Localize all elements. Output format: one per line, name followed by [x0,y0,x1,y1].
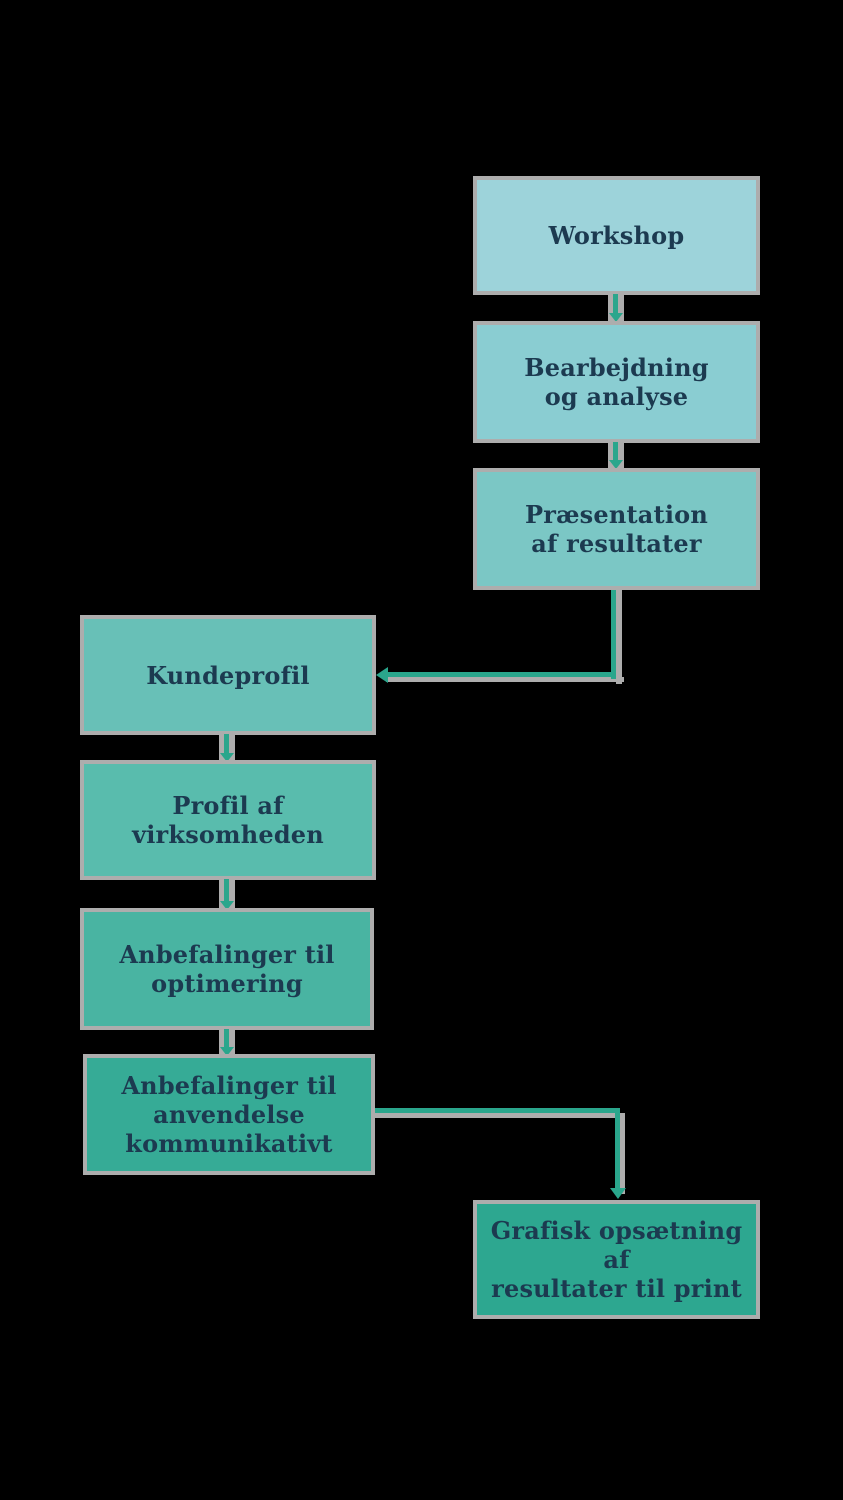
flow-box-workshop: Workshop [473,176,760,295]
arrowhead-down-icon [610,1188,626,1199]
flow-box-workshop-label: Workshop [548,221,685,250]
flow-box-anbefalinger-til-optimering: Anbefalinger til optimering [80,908,374,1030]
connector-stem [224,879,229,902]
connector-shadow [375,1113,625,1118]
connector-shadow [616,590,622,684]
connector-shadow [620,1113,625,1194]
connector-workshop-to-bearbejdning [608,294,624,322]
arrowhead-down-icon [609,460,623,469]
flow-box-bearbejdning-label: Bearbejdning og analyse [524,353,709,411]
connector-stem [615,1108,620,1189]
flow-box-bearbejdning-og-analyse: Bearbejdning og analyse [473,321,760,443]
connector-praesentation-to-kundeprofil [376,590,624,686]
connector-stem [224,1029,229,1048]
arrowhead-down-icon [220,901,234,910]
flow-box-anbefalinger-optimering-label: Anbefalinger til optimering [119,940,335,998]
arrowhead-down-icon [609,313,623,322]
arrowhead-down-icon [220,753,234,762]
flow-box-grafisk-label: Grafisk opsætning af resultater til prin… [490,1216,743,1303]
connector-stem [386,672,616,677]
flow-box-kundeprofil: Kundeprofil [80,615,376,735]
connector-optimering-to-anvendelse [219,1029,235,1056]
flow-box-grafisk-opsaetning: Grafisk opsætning af resultater til prin… [473,1200,760,1319]
arrowhead-left-icon [376,667,388,683]
connector-shadow [386,677,624,682]
flow-box-kundeprofil-label: Kundeprofil [146,660,310,690]
connector-stem [613,442,618,461]
connector-anvendelse-to-grafisk [375,1106,626,1201]
flow-box-praesentation-af-resultater: Præsentation af resultater [473,468,760,590]
flow-box-profil-label: Profil af virksomheden [132,791,324,849]
flow-box-anbefalinger-til-anvendelse: Anbefalinger til anvendelse kommunikativ… [83,1054,375,1175]
connector-stem [375,1108,620,1113]
flow-box-anbefalinger-anvendelse-label: Anbefalinger til anvendelse kommunikativ… [121,1071,337,1158]
arrowhead-down-icon [220,1047,234,1056]
flow-box-profil-af-virksomheden: Profil af virksomheden [80,760,376,880]
connector-profil-to-anbefalinger-optimering [219,879,235,910]
connector-stem [611,590,616,679]
connector-bearbejdning-to-praesentation [608,442,624,469]
connector-stem [224,734,229,754]
connector-stem [613,294,618,314]
connector-kundeprofil-to-profil [219,734,235,762]
flow-box-praesentation-label: Præsentation af resultater [524,500,709,558]
